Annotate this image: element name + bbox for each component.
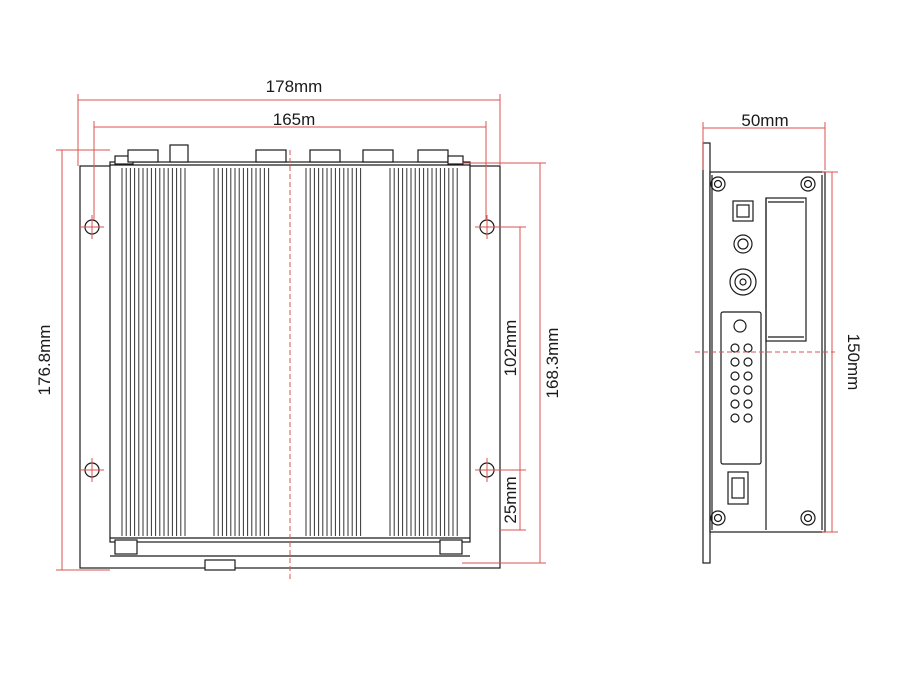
led-indicator — [730, 399, 740, 409]
led-indicator — [743, 413, 753, 423]
dim-hole-spacing: 102mm — [501, 320, 520, 377]
led-indicator — [743, 385, 753, 395]
screw — [800, 176, 816, 192]
dim-bottom-offset: 25mm — [501, 476, 520, 523]
mounting-hole — [475, 458, 499, 482]
top-connectors — [114, 144, 464, 165]
dim-top-outer: 178mm — [266, 77, 323, 96]
antenna-connector — [169, 144, 189, 163]
top-view — [79, 144, 501, 580]
led-indicator — [743, 399, 753, 409]
dim-side-width: 50mm — [741, 111, 788, 130]
side-flange — [702, 142, 711, 564]
top-view-dimensions: 178mm 165m 176.8mm 102mm 168.3mm 25mm — [35, 77, 562, 571]
dim-side-height: 150mm — [844, 334, 863, 391]
corner-screws — [710, 176, 816, 526]
mounting-hole — [80, 458, 104, 482]
mounting-holes — [80, 215, 499, 482]
dim-left-height: 176.8mm — [35, 325, 54, 396]
led-grid — [730, 343, 753, 423]
side-view — [695, 142, 835, 564]
heatsink-fins — [121, 168, 458, 536]
led-indicator — [730, 371, 740, 381]
dc-power-jack — [732, 200, 754, 222]
av-jack — [733, 234, 753, 254]
led-indicator — [730, 357, 740, 367]
led-indicator — [743, 357, 753, 367]
side-view-dimensions: 50mm 150mm — [702, 111, 863, 533]
dim-top-inner: 165m — [273, 110, 316, 129]
usb-port — [727, 471, 749, 505]
led-indicator — [730, 413, 740, 423]
led-indicator — [730, 385, 740, 395]
indicator-panel — [720, 311, 762, 465]
screw — [710, 510, 726, 526]
led-indicator — [743, 371, 753, 381]
screw — [710, 176, 726, 192]
screw — [800, 510, 816, 526]
round-connector — [729, 268, 757, 296]
bottom-feet — [110, 539, 470, 571]
mounting-hole — [80, 215, 104, 239]
dim-right-height: 168.3mm — [543, 328, 562, 399]
